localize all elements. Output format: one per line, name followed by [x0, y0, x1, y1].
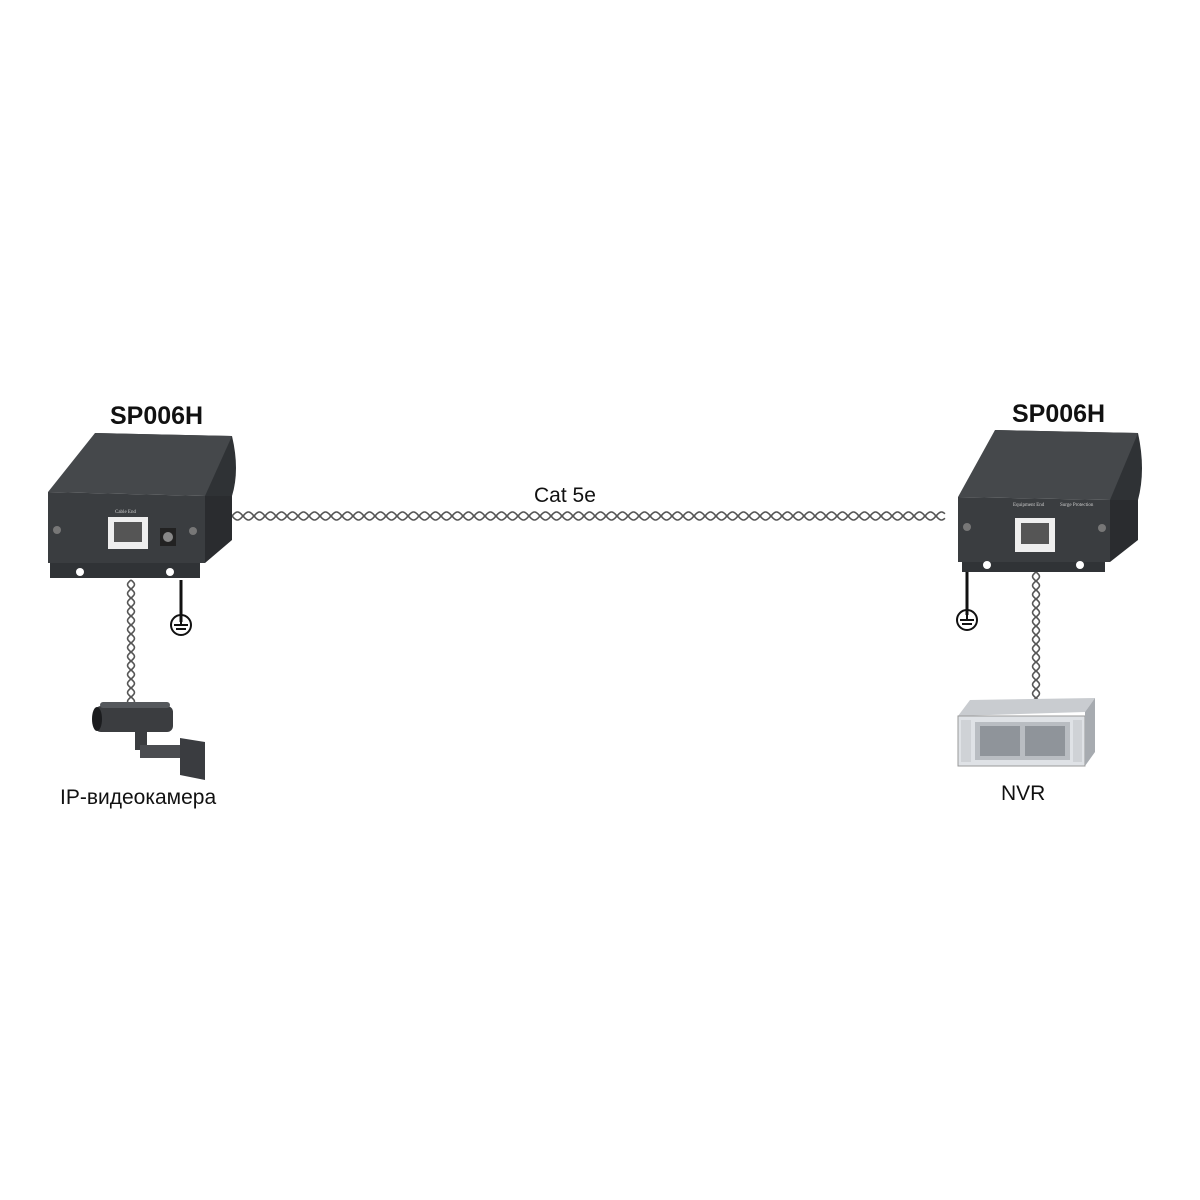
left-sp006h-device: Cable End [48, 433, 236, 578]
camera-cable [126, 579, 136, 706]
cable-wire-2 [231, 511, 946, 521]
left-ground-symbol [170, 580, 192, 636]
cable-wire-1 [1031, 571, 1041, 701]
cable-wire-2 [126, 579, 136, 706]
cable-end-label: Cable End [115, 510, 136, 515]
nvr-label: NVR [1001, 782, 1046, 805]
right-device-title: SP006H [1012, 400, 1106, 428]
equipment-end-label: Equipment End [1013, 503, 1045, 508]
cable-wire-2 [1031, 571, 1041, 701]
cat5e-cable [231, 511, 946, 521]
right-sp006h-device: Equipment End Surge Protection [958, 430, 1142, 572]
right-ground-symbol [956, 572, 978, 631]
nvr-cable [1031, 571, 1041, 701]
camera-label: IP-видеокамера [60, 786, 217, 809]
cable-label: Cat 5e [534, 484, 596, 507]
ip-camera-image [92, 702, 205, 780]
nvr-image [957, 698, 1095, 767]
surge-protection-label: Surge Protection [1060, 503, 1094, 508]
left-device-title: SP006H [110, 402, 204, 430]
